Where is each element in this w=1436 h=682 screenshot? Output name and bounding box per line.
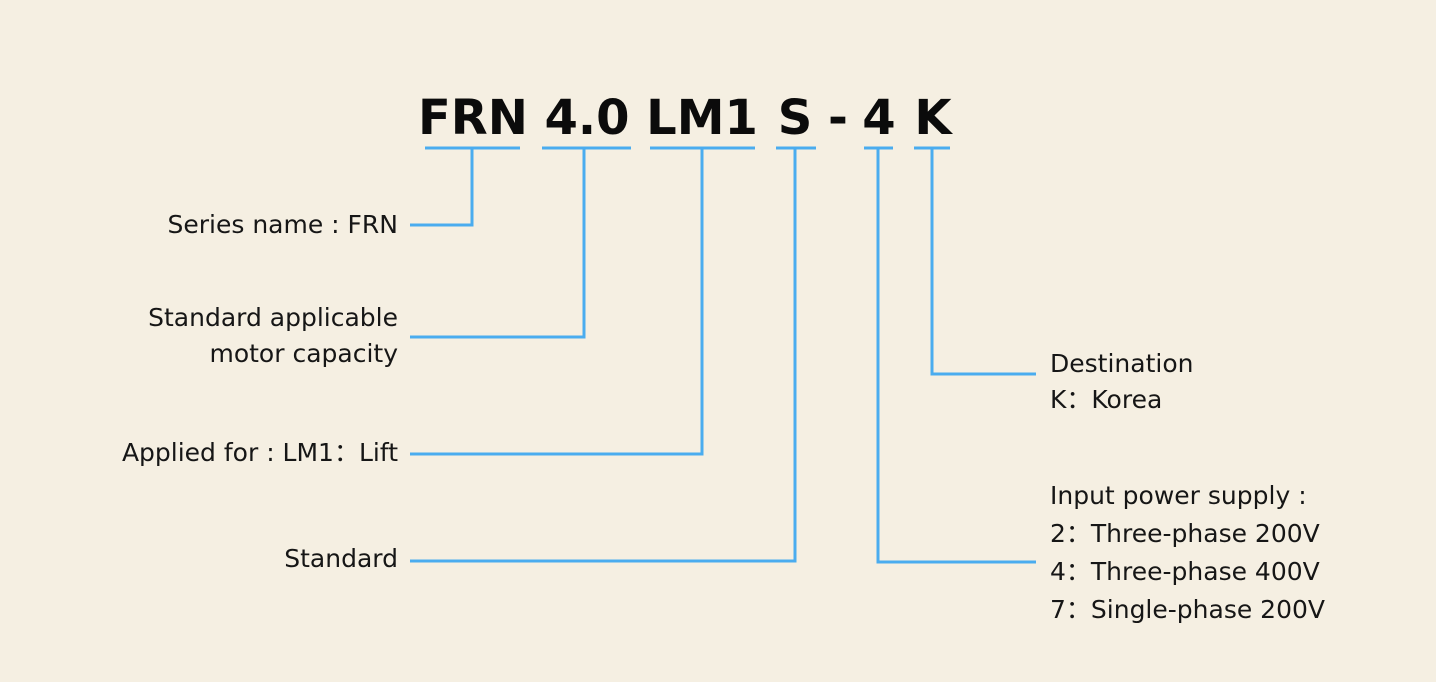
- label-standard: Standard: [284, 541, 398, 577]
- label-destination: Destination K：Korea: [1050, 346, 1193, 418]
- label-power-line4: 7：Single-phase 200V: [1050, 595, 1325, 624]
- code-segment-power: 4: [862, 90, 896, 146]
- connector-power: [876, 148, 1036, 564]
- connector-application: [410, 148, 704, 456]
- code-segment-capacity: 4.0: [544, 90, 630, 146]
- label-series-text: Series name : FRN: [167, 210, 399, 239]
- label-power: Input power supply : 2：Three-phase 200V …: [1050, 477, 1325, 629]
- label-application-text: Applied for : LM1：Lift: [121, 438, 398, 467]
- label-capacity: Standard applicable motor capacity: [148, 300, 398, 372]
- connector-series: [410, 148, 474, 227]
- code-segment-dash: -: [828, 90, 848, 146]
- label-destination-line2: K：Korea: [1050, 385, 1163, 414]
- code-segment-destination: K: [914, 90, 952, 146]
- label-capacity-line1: Standard applicable: [148, 303, 398, 332]
- code-segment-application: LM1: [646, 90, 758, 146]
- label-destination-line1: Destination: [1050, 349, 1194, 378]
- label-series: Series name : FRN: [168, 207, 399, 243]
- label-capacity-line2: motor capacity: [209, 339, 398, 368]
- label-power-line2: 2：Three-phase 200V: [1050, 519, 1320, 548]
- label-application: Applied for : LM1：Lift: [122, 435, 398, 471]
- connector-standard: [410, 148, 797, 563]
- connector-destination: [930, 148, 1036, 376]
- label-standard-text: Standard: [284, 544, 398, 573]
- code-segment-standard: S: [777, 90, 813, 146]
- label-power-line1: Input power supply :: [1050, 481, 1307, 510]
- code-segment-series: FRN: [418, 90, 528, 146]
- label-power-line3: 4：Three-phase 400V: [1050, 557, 1320, 586]
- connector-capacity: [410, 148, 586, 339]
